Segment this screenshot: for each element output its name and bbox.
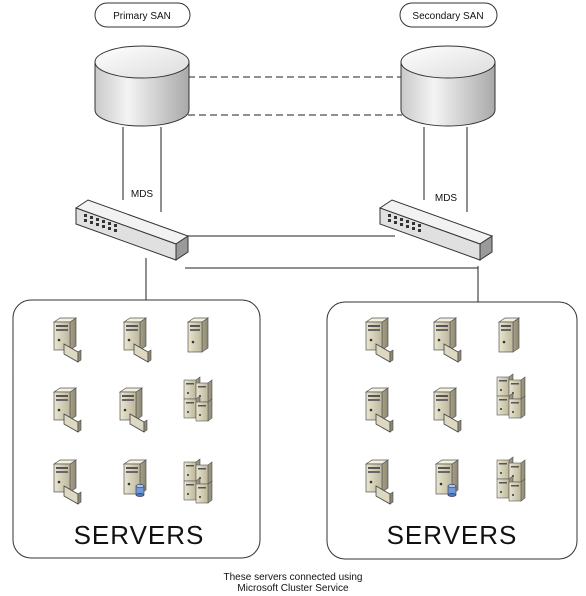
right-servers-label: SERVERS <box>387 520 518 550</box>
primary-san-storage-icon <box>94 45 190 127</box>
server-cluster-icon <box>496 373 526 419</box>
primary-mds-label: MDS <box>131 189 154 200</box>
server-cluster-icon <box>183 458 213 504</box>
secondary-san-label: Secondary SAN <box>399 2 498 28</box>
secondary-mds-label: MDS <box>435 193 458 204</box>
server-icon <box>187 317 209 353</box>
server-cluster-icon <box>496 456 526 502</box>
left-servers-label: SERVERS <box>74 520 205 550</box>
caption-line-2: Microsoft Cluster Service <box>237 583 349 594</box>
primary-san-label: Primary SAN <box>94 2 191 28</box>
caption-line-1: These servers connected using <box>223 572 363 583</box>
server-icon <box>498 317 520 353</box>
server-cluster-icon <box>183 376 213 422</box>
switch-interconnect-links <box>185 235 478 269</box>
primary-mds-switch-icon <box>75 199 189 261</box>
secondary-mds-switch-icon <box>379 199 493 261</box>
san-replication-links <box>188 76 402 116</box>
database-server-icon <box>435 459 459 498</box>
secondary-san-storage-icon <box>400 45 496 127</box>
database-server-icon <box>123 459 147 498</box>
switch-server-links <box>145 258 479 302</box>
primary-san-label-text: Primary SAN <box>113 11 171 22</box>
left-server-group: SERVERS <box>12 299 261 559</box>
right-server-group: SERVERS <box>326 301 578 560</box>
san-switch-links <box>122 127 468 212</box>
diagram-caption: These servers connected using Microsoft … <box>0 572 586 594</box>
secondary-san-label-text: Secondary SAN <box>412 11 483 22</box>
